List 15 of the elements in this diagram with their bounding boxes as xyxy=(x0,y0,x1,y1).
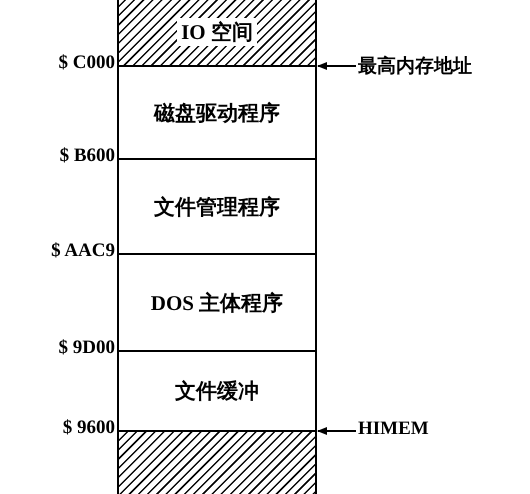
annotation-text: 最高内存地址 xyxy=(358,53,472,79)
address-label: $ 9600 xyxy=(62,417,115,439)
hatched-region xyxy=(117,0,317,67)
memory-region: 文件管理程序 xyxy=(117,158,317,255)
address-label: $ 9D00 xyxy=(58,337,115,359)
region-label: IO 空间 xyxy=(177,18,257,46)
address-label: $ AAC9 xyxy=(51,240,115,262)
memory-region: 磁盘驱动程序 xyxy=(117,65,317,160)
leader-arrow xyxy=(317,427,356,435)
annotation-text: HIMEM xyxy=(358,418,429,440)
address-label: $ C000 xyxy=(58,52,115,74)
leader-arrow xyxy=(317,62,356,70)
hatched-region xyxy=(117,430,317,494)
memory-region: DOS 主体程序 xyxy=(117,253,317,352)
address-label: $ B600 xyxy=(60,145,115,167)
